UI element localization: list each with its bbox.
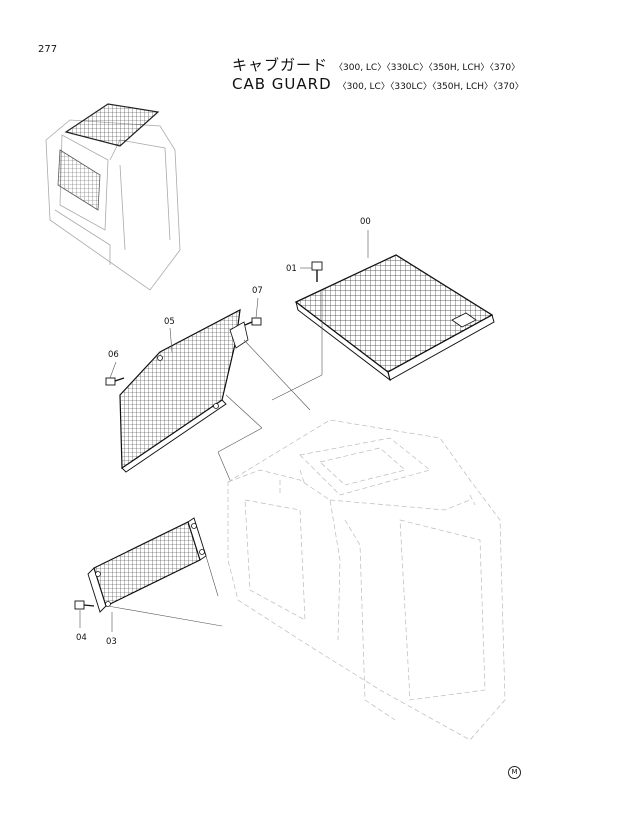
part-05-side-guard [119, 308, 311, 481]
title-english: CAB GUARD 〈300, LC〉〈330LC〉〈350H, LCH〉〈370… [232, 75, 524, 93]
label-01: 01 [286, 264, 297, 274]
part-03-front-guard [87, 517, 223, 627]
title-en-variants: 〈300, LC〉〈330LC〉〈350H, LCH〉〈370〉 [337, 82, 524, 92]
label-07: 07 [252, 286, 263, 296]
label-00: 00 [360, 217, 371, 227]
title-en-text: CAB GUARD [232, 75, 332, 93]
title-japanese: キャブガード〈300, LC〉〈330LC〉〈350H, LCH〉〈370〉 [232, 54, 520, 75]
label-04: 04 [76, 633, 87, 643]
main-cab-outline [227, 419, 506, 741]
title-jp-text: キャブガード [232, 56, 329, 74]
part-07-bolt [244, 297, 262, 326]
part-04-bolt [74, 600, 113, 632]
label-05: 05 [164, 317, 175, 327]
label-06: 06 [108, 350, 119, 360]
part-01-bolt [300, 261, 323, 282]
corner-mark: M [508, 766, 521, 779]
part-00-roof-guard [271, 230, 495, 401]
cab-thumbnail [45, 103, 181, 291]
page-number: 277 [38, 44, 58, 55]
title-jp-variants: 〈300, LC〉〈330LC〉〈350H, LCH〉〈370〉 [334, 63, 521, 73]
label-03: 03 [106, 637, 117, 647]
part-06-bolt [105, 361, 125, 386]
